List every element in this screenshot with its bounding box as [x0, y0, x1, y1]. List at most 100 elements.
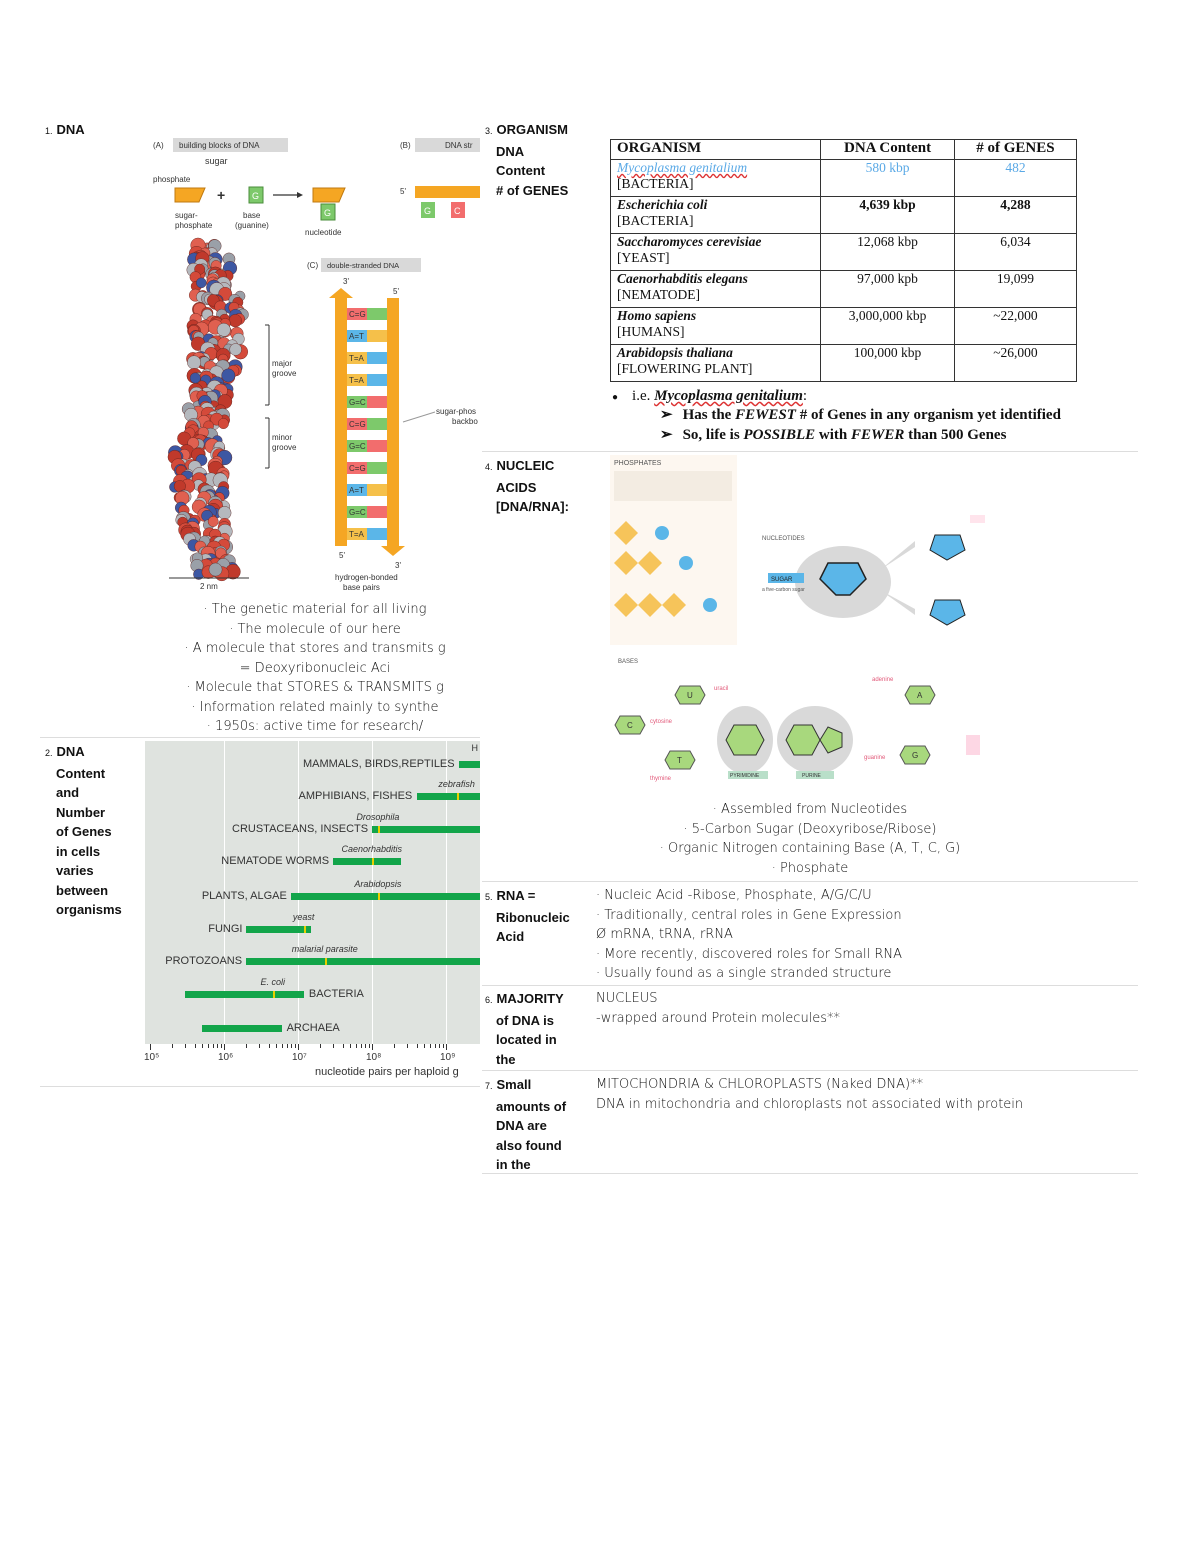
base-pair-label: A=T: [349, 486, 364, 495]
dna-line-7: · 1950s: active time for research/: [206, 719, 424, 734]
base-pair-right: [367, 330, 387, 342]
divider: [482, 881, 1138, 882]
chart-minor-tick: [438, 1044, 440, 1048]
section-5-lines: · Nucleic Acid -Ribose, Phosphate, A/G/C…: [596, 886, 902, 984]
chart-corner-label: H: [471, 743, 479, 753]
base-pair-label: C=G: [349, 420, 366, 429]
chart-minor-tick: [407, 1044, 409, 1048]
svg-text:thymine: thymine: [650, 776, 672, 782]
chart-tick-label: 10⁷: [292, 1052, 307, 1063]
section-2-heading: 2.DNA Content and Number of Genes in cel…: [45, 744, 122, 917]
chart-minor-tick: [429, 1044, 431, 1048]
nucleic-line-1: · Assembled from Nucleotides: [712, 802, 908, 817]
rna-line-1: · Nucleic Acid -Ribose, Phosphate, A/G/C…: [596, 888, 872, 903]
chart-tick: [150, 1044, 151, 1050]
base-pair-left: [347, 506, 367, 518]
chart-tick: [224, 1044, 225, 1050]
svg-text:5': 5': [393, 287, 399, 296]
chart-species-label: Caenorhabditis: [341, 844, 403, 854]
base-pair-label: G=C: [349, 398, 366, 407]
chart-minor-tick: [246, 1044, 248, 1048]
nucleic-line-3: · Organic Nitrogen containing Base (A, T…: [659, 841, 961, 856]
svg-text:cytosine: cytosine: [650, 719, 673, 725]
chart-minor-tick: [201, 1044, 203, 1048]
chart-minor-tick: [216, 1044, 218, 1048]
sugar-phosphate-shape: [174, 187, 206, 203]
col-genes: # of GENES: [953, 139, 1078, 160]
table-header-row: ORGANISM DNA Content # of GENES: [609, 139, 1078, 160]
dna-line-1: · The genetic material for all living: [203, 602, 427, 617]
chart-minor-tick: [286, 1044, 288, 1048]
rna-line-2: · Traditionally, central roles in Gene E…: [596, 907, 902, 923]
dna-line-4: = Deoxyribonucleic Aci: [239, 660, 391, 676]
chart-category-label: NEMATODE WORMS: [221, 855, 330, 867]
svg-text:U: U: [687, 691, 693, 700]
chart-species-label: Drosophila: [356, 812, 400, 822]
chart-bar: [246, 958, 480, 965]
sugar-ring-icon: [819, 562, 867, 596]
chart-bar: [201, 1025, 282, 1032]
chart-minor-tick: [360, 1044, 362, 1048]
svg-text:G: G: [912, 751, 918, 760]
chart-bar: [333, 858, 402, 865]
chart-minor-tick: [364, 1044, 366, 1048]
section-4-heading: 4.NUCLEIC ACIDS [DNA/RNA]:: [485, 458, 569, 514]
svg-text:G: G: [324, 208, 331, 218]
chart-minor-tick: [268, 1044, 270, 1048]
base-pair-left: [347, 440, 367, 452]
phosphate-label: phosphate: [153, 175, 191, 184]
svg-text:backbo: backbo: [452, 417, 478, 426]
section-6-lines: NUCLEUS -wrapped around Protein molecule…: [596, 989, 840, 1028]
divider: [482, 451, 1138, 452]
chart-minor-tick: [207, 1044, 209, 1048]
chart-tick: [446, 1044, 447, 1050]
chart-minor-tick: [423, 1044, 425, 1048]
chart-species-marker: [456, 793, 459, 800]
chart-tick-label: 10⁸: [366, 1052, 382, 1063]
table-row: Saccharomyces cerevisiae[YEAST] 12,068 k…: [609, 233, 1078, 271]
svg-text:phosphate: phosphate: [175, 221, 213, 230]
base-pair-left: [347, 308, 367, 320]
chart-minor-tick: [294, 1044, 296, 1048]
panel-a-label: (A): [153, 141, 164, 150]
divider: [40, 737, 480, 738]
possible-life-point: ➢So, life is POSSIBLE with FEWER than 50…: [660, 427, 1007, 443]
svg-text:T: T: [677, 756, 682, 765]
chart-tick-label: 10⁶: [218, 1052, 234, 1063]
base-pair-right: [367, 484, 387, 496]
col-organism: ORGANISM: [609, 139, 822, 160]
base-pair-right: [367, 352, 387, 364]
base-pair-left: [347, 462, 367, 474]
divider: [482, 1173, 1138, 1174]
svg-text:3': 3': [343, 277, 349, 286]
svg-text:SUGAR: SUGAR: [771, 577, 793, 583]
svg-text:3': 3': [395, 561, 401, 570]
chart-gridline: [372, 741, 373, 1044]
table-row: Homo sapiens[HUMANS] 3,000,000 kbp ~22,0…: [609, 307, 1078, 345]
base-pair-left: [347, 374, 367, 386]
chart-species-marker: [324, 958, 327, 965]
section-3-heading: 3.ORGANISM DNA Content # of GENES: [485, 122, 569, 198]
section-5-heading: 5.RNA = Ribonucleic Acid: [485, 888, 570, 944]
nucleic-line-2: · 5-Carbon Sugar (Deoxyribose/Ribose): [683, 821, 937, 837]
chart-minor-tick: [320, 1044, 322, 1048]
rna-line-5: · Usually found as a single stranded str…: [596, 966, 892, 981]
panel-b-title: DNA str: [445, 141, 473, 150]
nucleotide-components-figure: PHOSPHATES NUCLEOTIDES SUGAR a five-carb…: [610, 455, 985, 782]
table-row: Escherichia coli[BACTERIA] 4,639 kbp 4,2…: [609, 196, 1078, 234]
chart-minor-tick: [275, 1044, 277, 1048]
svg-text:+: +: [217, 187, 225, 203]
base-pair-right: [367, 528, 387, 540]
svg-text:NUCLEOTIDES: NUCLEOTIDES: [762, 536, 805, 542]
chart-tick-label: 10⁵: [144, 1052, 160, 1063]
panel-b-label: (B): [400, 141, 411, 150]
base-pair-right: [367, 462, 387, 474]
minor-groove-label: minor: [272, 433, 292, 442]
chart-species-marker: [372, 858, 374, 865]
svg-text:groove: groove: [272, 443, 297, 452]
svg-text:5': 5': [339, 551, 345, 560]
section-7-lines: MITOCHONDRIA & CHLOROPLASTS (Naked DNA)*…: [596, 1075, 1023, 1114]
organism-table: ORGANISM DNA Content # of GENES Mycoplas…: [609, 139, 1078, 382]
